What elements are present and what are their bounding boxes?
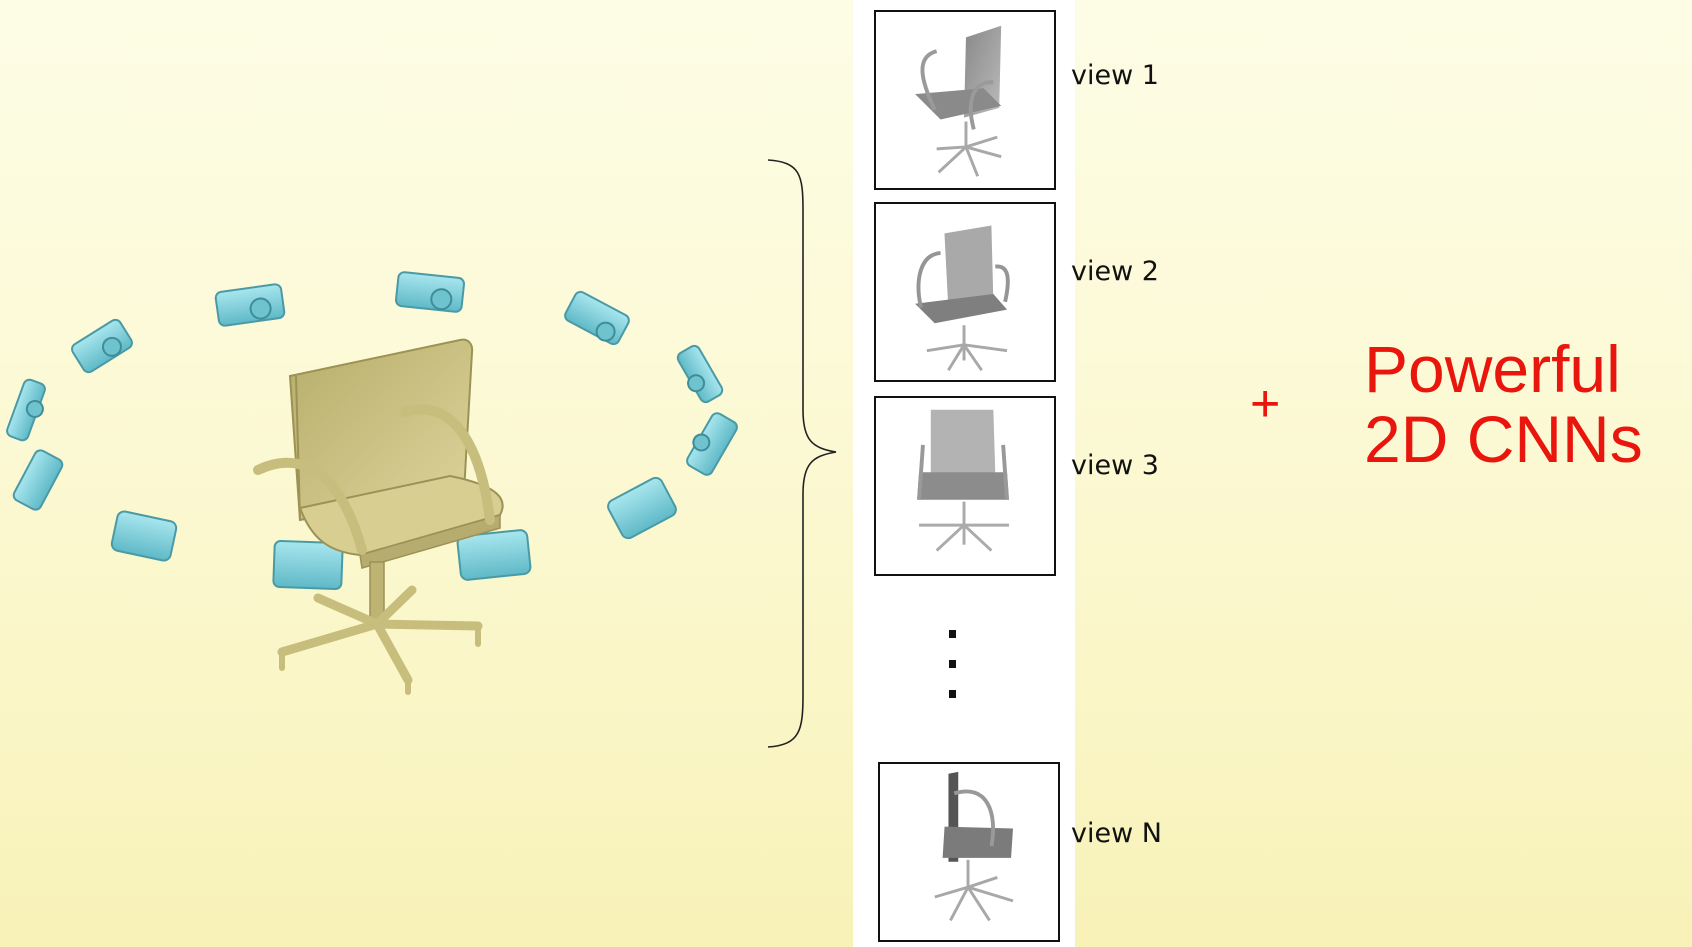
view-image-1 xyxy=(874,10,1056,190)
ellipsis-dots xyxy=(949,630,959,720)
camera-icon xyxy=(6,378,46,442)
plus-symbol: + xyxy=(1250,375,1281,433)
camera-ring xyxy=(6,271,738,590)
rendered-views-strip: view 1 view 2 view 3 xyxy=(853,0,1162,947)
camera-icon xyxy=(686,412,738,476)
view-image-3 xyxy=(874,396,1056,576)
headline-line-2: 2D CNNs xyxy=(1364,402,1643,476)
view-image-2 xyxy=(874,202,1056,382)
camera-icon xyxy=(676,344,724,404)
curly-brace xyxy=(767,159,837,748)
view-label: view 3 xyxy=(1071,450,1159,481)
view-label: view 1 xyxy=(1071,60,1159,91)
view-image-n xyxy=(878,762,1060,942)
camera-icon xyxy=(272,540,344,590)
camera-icon xyxy=(110,510,178,562)
camera-icon xyxy=(564,290,630,346)
view-label: view N xyxy=(1071,818,1162,849)
camera-icon xyxy=(12,449,64,511)
view-label: view 2 xyxy=(1071,256,1159,287)
camera-icon xyxy=(394,271,466,313)
camera-icon xyxy=(214,283,286,327)
headline-line-1: Powerful xyxy=(1364,332,1621,406)
headline: Powerful 2D CNNs xyxy=(1364,334,1643,474)
camera-icon xyxy=(71,318,133,374)
camera-icon xyxy=(456,529,532,581)
chair-model xyxy=(253,338,504,695)
camera-icon xyxy=(607,476,677,540)
